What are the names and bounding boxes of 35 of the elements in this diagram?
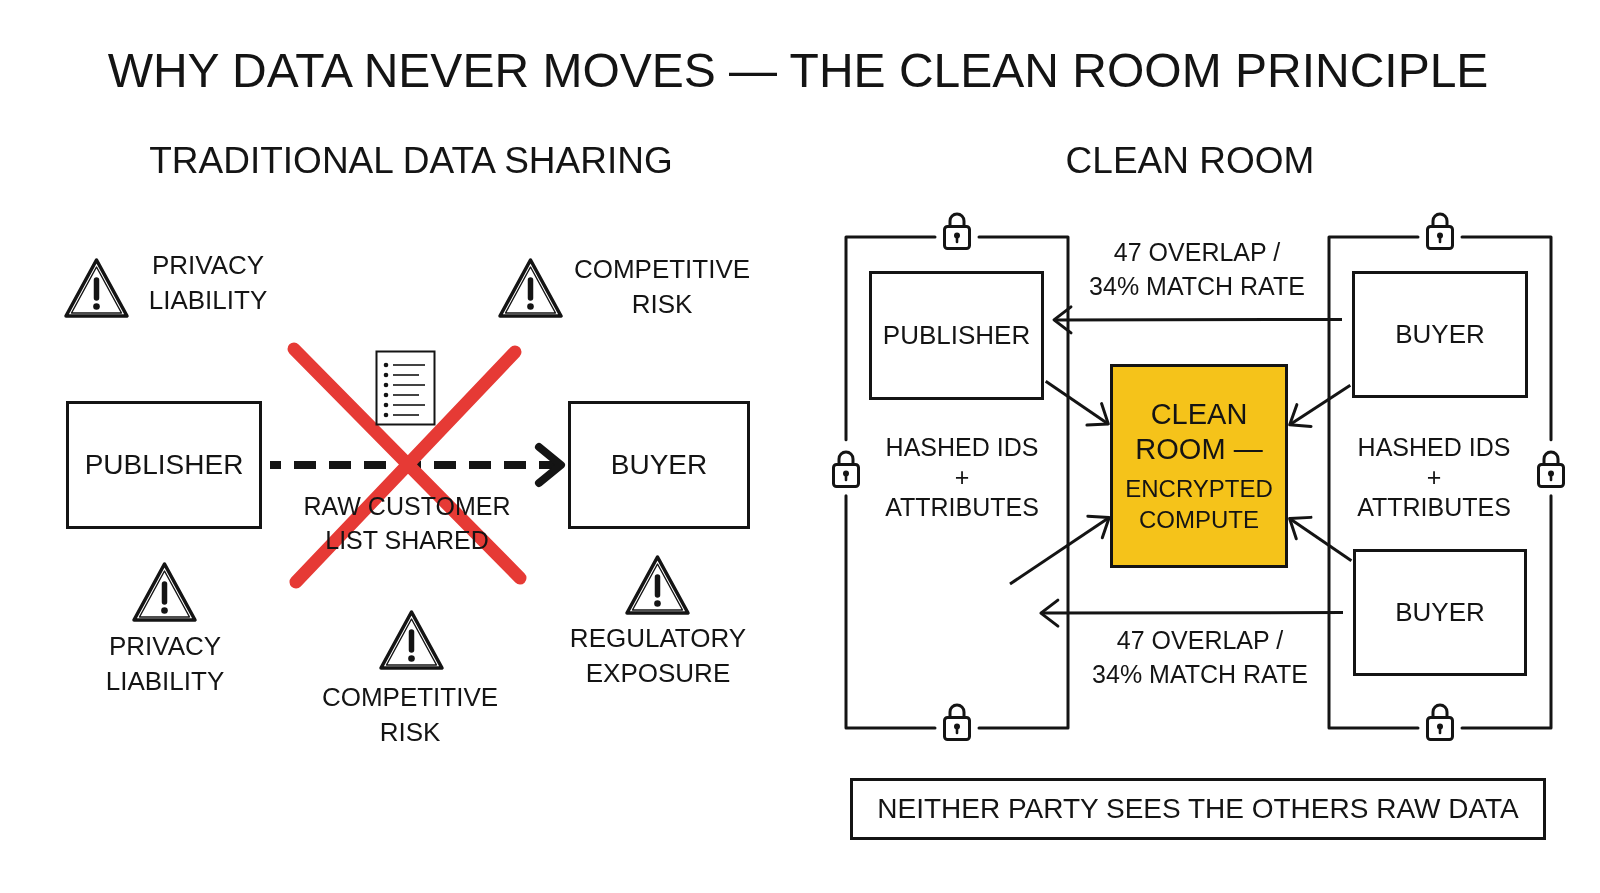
edge-label: 47 OVERLAP / 34% MATCH RATE	[1091, 625, 1309, 690]
arrow	[1044, 380, 1110, 427]
zone-label: HASHED IDS + ATTRIBUTES	[884, 432, 1040, 522]
warning-label: REGULATORY EXPOSURE	[568, 622, 748, 691]
secure-zone-frame	[1329, 237, 1551, 728]
node-label: BUYER	[1395, 318, 1485, 351]
node-title: CLEAN ROOM —	[1134, 397, 1264, 467]
arrow	[1288, 384, 1352, 428]
node-subtitle: ENCRYPTED COMPUTE	[1124, 473, 1274, 535]
warning-label: PRIVACY LIABILITY	[104, 630, 226, 699]
warning-label: COMPETITIVE RISK	[320, 681, 500, 750]
node-label: PUBLISHER	[84, 448, 244, 482]
node-label: NEITHER PARTY SEES THE OTHERS RAW DATA	[877, 792, 1519, 826]
party-box	[869, 271, 1044, 400]
party-box	[1352, 271, 1528, 398]
warning-label: COMPETITIVE RISK	[572, 253, 752, 322]
secure-zone-frame	[846, 237, 1068, 728]
party-box	[1353, 549, 1527, 676]
arrow	[1288, 515, 1353, 563]
note-box	[850, 778, 1546, 840]
arrow	[1039, 598, 1343, 628]
clean-room-box	[1110, 364, 1288, 568]
node-label: PUBLISHER	[882, 319, 1031, 352]
party-box	[568, 401, 750, 529]
arrow	[1052, 305, 1342, 335]
zone-label: HASHED IDS + ATTRIBUTES	[1356, 432, 1512, 522]
section-heading: CLEAN ROOM	[1065, 139, 1315, 183]
section-heading: TRADITIONAL DATA SHARING	[149, 139, 673, 183]
diagram-title: WHY DATA NEVER MOVES — THE CLEAN ROOM PRINCIPLE	[107, 43, 1489, 99]
node-label: BUYER	[610, 448, 708, 482]
edge-label: 47 OVERLAP / 34% MATCH RATE	[1088, 237, 1306, 302]
arrow	[1009, 514, 1111, 586]
party-box	[66, 401, 262, 529]
node-label: BUYER	[1395, 596, 1485, 629]
warning-label: PRIVACY LIABILITY	[147, 249, 269, 318]
